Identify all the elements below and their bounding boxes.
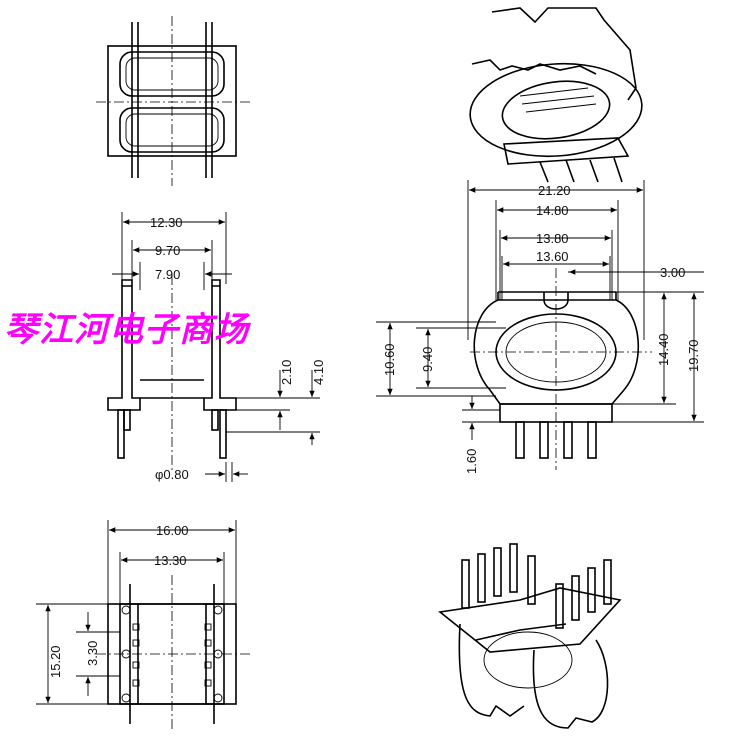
dim-13-60: 13.60 [536,249,569,264]
dim-4-10: 4.10 [311,360,326,385]
dim-19-70: 19.70 [686,339,701,372]
dim-1-60: 1.60 [464,449,479,474]
dim-9-40: 9.40 [420,347,435,372]
dim-13-30: 13.30 [154,553,187,568]
top-view [96,16,250,186]
isometric-top-view [469,7,643,183]
dim-21-20: 21.20 [538,183,571,198]
front-view: 12.30 9.70 7.90 2.10 4.10 φ0.80 [107,212,326,482]
dim-7-90: 7.90 [155,267,180,282]
dim-13-80: 13.80 [536,231,569,246]
dim-pin-diameter: φ0.80 [155,467,189,482]
isometric-bottom-view [438,543,622,729]
dim-3-00: 3.00 [660,265,685,280]
dim-2-10: 2.10 [279,360,294,385]
dim-16-00: 16.00 [156,523,189,538]
dim-14-80: 14.80 [536,203,569,218]
dim-15-20: 15.20 [48,645,63,678]
watermark-text: 琴江河电子商场 [4,312,249,349]
bottom-view: 16.00 13.30 3.30 15.20 [36,520,250,730]
dim-3-30: 3.30 [85,641,100,666]
side-view: 21.20 14.80 13.80 13.60 3.00 10.60 9.40 … [376,180,704,474]
dim-10-60: 10.60 [382,343,397,376]
dim-14-40: 14.40 [656,333,671,366]
dim-9-70: 9.70 [155,243,180,258]
dim-12-30: 12.30 [150,215,183,230]
